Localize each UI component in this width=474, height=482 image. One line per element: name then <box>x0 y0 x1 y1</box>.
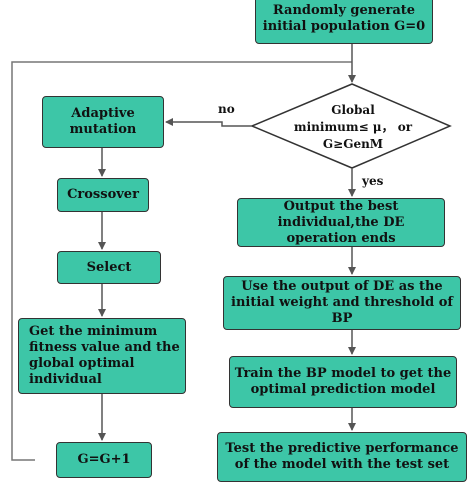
fitness-box: Get the minimum fitness value and the gl… <box>18 318 186 394</box>
decision-line-3: G≥GenM <box>322 136 384 151</box>
test-performance-box: Test the predictive performance of the m… <box>217 432 467 482</box>
train-model-box: Train the BP model to get the optimal pr… <box>229 356 457 408</box>
decision-line-2: minimum≤ μ， or <box>293 119 413 134</box>
yes-label: yes <box>362 174 384 188</box>
increment-box: G=G+1 <box>56 442 152 478</box>
decision-condition: Global minimum≤ μ， or G≥GenM <box>288 92 418 162</box>
crossover-box: Crossover <box>57 178 149 212</box>
loop-back-connector <box>11 61 352 461</box>
init-population-box: Randomly generate initial population G=0 <box>255 0 433 44</box>
no-label: no <box>218 102 235 116</box>
adaptive-mutation-box: Adaptive mutation <box>42 96 164 148</box>
decision-line-1: Global <box>331 102 375 117</box>
use-output-box: Use the output of DE as the initial weig… <box>223 276 461 330</box>
output-best-box: Output the best individual,the DE operat… <box>237 198 445 247</box>
no-branch-connector <box>165 118 252 127</box>
select-box: Select <box>57 251 161 284</box>
